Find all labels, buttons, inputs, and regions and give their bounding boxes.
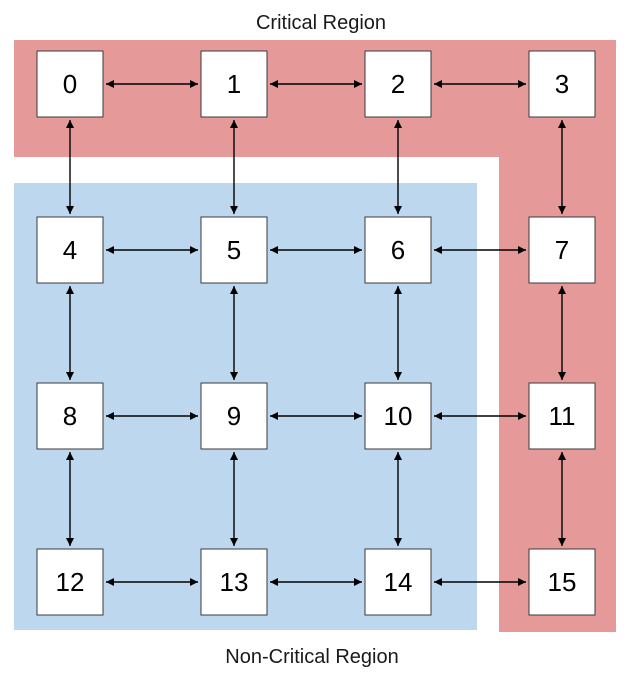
node-box-15 (528, 548, 596, 616)
node-4: 4 (36, 216, 104, 284)
node-3: 3 (528, 50, 596, 118)
node-15: 15 (528, 548, 596, 616)
node-label-15: 15 (548, 567, 577, 597)
node-label-2: 2 (391, 69, 405, 99)
node-label-7: 7 (555, 235, 569, 265)
node-label-12: 12 (56, 567, 85, 597)
node-label-11: 11 (549, 401, 576, 431)
node-box-10 (364, 382, 432, 450)
links-layer (66, 80, 566, 586)
node-label-6: 6 (391, 235, 405, 265)
node-8: 8 (36, 382, 104, 450)
node-box-1 (200, 50, 268, 118)
node-box-11 (528, 382, 596, 450)
node-box-5 (200, 216, 268, 284)
node-label-14: 14 (384, 567, 413, 597)
node-box-13 (200, 548, 268, 616)
node-box-3 (528, 50, 596, 118)
node-label-5: 5 (227, 235, 241, 265)
node-label-1: 1 (227, 69, 241, 99)
node-7: 7 (528, 216, 596, 284)
node-box-4 (36, 216, 104, 284)
node-label-3: 3 (555, 69, 569, 99)
node-box-0 (36, 50, 104, 118)
node-2: 2 (364, 50, 432, 118)
node-13: 13 (200, 548, 268, 616)
node-box-6 (364, 216, 432, 284)
node-box-9 (200, 382, 268, 450)
node-label-4: 4 (63, 235, 77, 265)
node-12: 12 (36, 548, 104, 616)
node-label-13: 13 (220, 567, 249, 597)
node-11: 11 (528, 382, 596, 450)
node-6: 6 (364, 216, 432, 284)
node-14: 14 (364, 548, 432, 616)
node-box-8 (36, 382, 104, 450)
node-box-12 (36, 548, 104, 616)
node-box-14 (364, 548, 432, 616)
node-label-0: 0 (63, 69, 77, 99)
node-9: 9 (200, 382, 268, 450)
node-label-8: 8 (63, 401, 77, 431)
node-box-7 (528, 216, 596, 284)
node-1: 1 (200, 50, 268, 118)
critical-region-label: Critical Region (256, 12, 386, 34)
node-5: 5 (200, 216, 268, 284)
node-box-2 (364, 50, 432, 118)
node-10: 10 (364, 382, 432, 450)
node-label-9: 9 (227, 401, 241, 431)
node-0: 0 (36, 50, 104, 118)
non-critical-region-label: Non-Critical Region (225, 646, 398, 668)
node-label-10: 10 (384, 401, 413, 431)
